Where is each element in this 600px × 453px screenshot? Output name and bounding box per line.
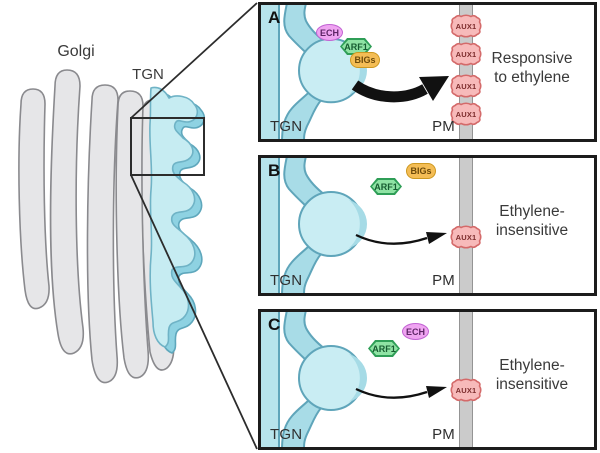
protein-bigs-label: BIGs xyxy=(354,55,376,65)
status-line-2: insensitive xyxy=(495,376,569,393)
aux1-label: AUX1 xyxy=(455,81,477,91)
protein-ech: ECH xyxy=(402,323,429,340)
protein-ech: ECH xyxy=(316,24,343,41)
transport-arrow-thick xyxy=(351,76,449,103)
callout-line-top xyxy=(130,2,258,119)
pm-caption: PM xyxy=(432,426,455,443)
status-line-1: Ethylene- xyxy=(499,357,565,374)
zoom-box xyxy=(130,117,205,176)
tgn-network-front xyxy=(149,86,199,348)
aux1-label: AUX1 xyxy=(455,232,477,242)
panel-b: B ARF1 BIGs AUX1 Ethylene- insensitive T… xyxy=(258,155,597,296)
protein-bigs: BIGs xyxy=(406,163,436,179)
status-line-1: Ethylene- xyxy=(499,203,565,220)
panel-letter: B xyxy=(268,161,281,180)
golgi-label: Golgi xyxy=(57,43,94,60)
golgi-overview-figure: Golgi TGN xyxy=(18,2,258,450)
protein-arf1-label: ARF1 xyxy=(372,343,396,354)
panel-c: C ARF1 ECH AUX1 Ethylene- insensitive TG… xyxy=(258,309,597,450)
protein-arf1: ARF1 xyxy=(370,178,402,195)
tgn-caption: TGN xyxy=(270,426,303,443)
golgi-cisternae xyxy=(18,69,175,384)
protein-ech-label: ECH xyxy=(319,27,339,38)
tgn-structure xyxy=(261,158,367,293)
transport-arrow-thin xyxy=(355,386,447,399)
aux1-label: AUX1 xyxy=(455,109,477,119)
golgi-cisterna xyxy=(86,84,119,384)
aux1-label: AUX1 xyxy=(455,21,477,31)
protein-arf1: ARF1 xyxy=(368,340,400,357)
protein-ech-label: ECH xyxy=(405,326,425,337)
aux1-transporter: AUX1 xyxy=(449,74,483,98)
protein-bigs: BIGs xyxy=(350,52,380,68)
aux1-transporter: AUX1 xyxy=(449,14,483,38)
tgn-caption: TGN xyxy=(270,272,303,289)
transport-arrow-thin xyxy=(355,232,447,245)
tgn-structure xyxy=(261,312,367,447)
protein-bigs-label: BIGs xyxy=(410,166,432,176)
protein-arf1-label: ARF1 xyxy=(374,181,398,192)
status-line-2: to ethylene xyxy=(494,69,570,86)
protein-arf1-fill xyxy=(342,40,370,53)
aux1-label: AUX1 xyxy=(455,49,477,59)
aux1-transporter: AUX1 xyxy=(449,42,483,66)
status-text: Responsive to ethylene xyxy=(473,49,591,87)
pm-caption: PM xyxy=(432,272,455,289)
status-line-1: Responsive xyxy=(491,50,573,67)
tgn-caption: TGN xyxy=(270,118,303,135)
panel-letter: A xyxy=(268,8,281,27)
golgi-cisterna xyxy=(18,88,50,310)
status-text: Ethylene- insensitive xyxy=(473,356,591,394)
panel-letter: C xyxy=(268,315,281,334)
pm-caption: PM xyxy=(432,118,455,135)
protein-arf1-label: ARF1 xyxy=(344,41,368,52)
protein-arf1-fill xyxy=(370,342,398,355)
panel-a: A ECH ARF1 BIGs AUX1 AUX1 AUX1 xyxy=(258,2,597,142)
status-line-2: insensitive xyxy=(495,222,569,239)
callout-line-bottom xyxy=(130,174,258,450)
protein-arf1: ARF1 xyxy=(340,38,372,55)
golgi-cisterna xyxy=(49,69,85,355)
aux1-label: AUX1 xyxy=(455,385,477,395)
aux1-transporter: AUX1 xyxy=(449,225,483,249)
protein-arf1-fill xyxy=(372,180,400,193)
aux1-transporter: AUX1 xyxy=(449,102,483,126)
status-text: Ethylene- insensitive xyxy=(473,202,591,240)
golgi-cisterna xyxy=(115,90,150,379)
tgn-overview-label: TGN xyxy=(132,66,164,83)
aux1-transporter: AUX1 xyxy=(449,378,483,402)
